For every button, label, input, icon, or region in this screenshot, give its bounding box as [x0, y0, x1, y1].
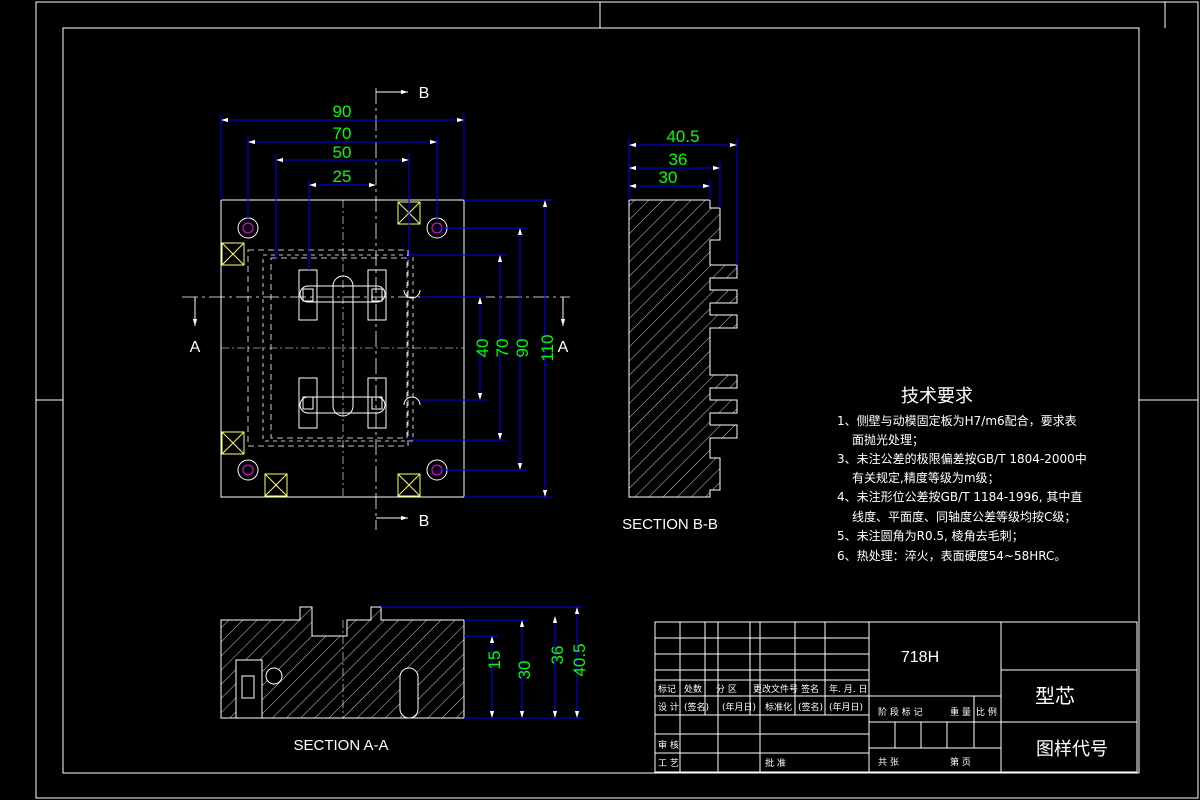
plan-dim-texts: 90 70 50 25 40 70 90 110 [333, 102, 557, 362]
title-block-part-name: 型芯 [1035, 684, 1075, 708]
section-marker-b-bottom: B [419, 513, 430, 530]
plan-dim-90: 90 [333, 102, 352, 121]
plan-dim-70: 70 [333, 124, 352, 143]
section-marker-a-left: A [190, 339, 201, 356]
bb-dim-30: 30 [659, 168, 678, 187]
plan-view [220, 199, 465, 498]
tb-nianyueri2: (年月日) [722, 701, 756, 713]
title-block-material: 718H [901, 649, 939, 666]
aa-dim-30: 30 [515, 661, 534, 680]
aa-dim-36: 36 [548, 646, 567, 665]
aa-dim-15: 15 [485, 651, 504, 670]
tech-req-line-2: 面抛光处理； [852, 432, 924, 447]
tb-sheji: 设 计 [658, 701, 679, 713]
section-marker-a-right: A [558, 339, 569, 356]
tb-qianming3: (签名) [798, 701, 823, 713]
tb-total: 共 张 [878, 757, 899, 768]
aa-dim-40-5: 40.5 [570, 643, 589, 676]
tb-nianyueri: 年. 月. 日 [829, 683, 867, 695]
tech-req-line-3: 3、未注公差的极限偏差按GB/T 1804-2000中 [837, 451, 1087, 466]
section-line-b: B B [375, 85, 430, 530]
plan-dim-lines [220, 114, 552, 498]
section-line-a: A A [182, 296, 570, 356]
tb-shenhe: 审 核 [658, 739, 679, 751]
section-aa-view: 15 30 36 40.5 SECTION A-A [220, 606, 589, 754]
bb-dim-40-5: 40.5 [666, 127, 699, 146]
tb-pizhun: 批 准 [765, 757, 786, 769]
title-block-texts: 标记 处数 分 区 更改文件号 签名 年. 月. 日 设 计 (签名) (年月日… [658, 683, 997, 769]
tb-biaoji: 标记 [658, 683, 676, 695]
tech-req-line-7: 5、未注圆角为R0.5, 棱角去毛刺； [837, 528, 1024, 543]
section-bb-view: 40.5 36 30 SECTION B-B [622, 127, 738, 533]
tech-req-line-1: 1、侧壁与动模固定板为H7/m6配合，要求表 [837, 413, 1077, 428]
plan-dim-25: 25 [333, 167, 352, 186]
tb-gongyi: 工 艺 [658, 758, 679, 769]
tb-chushu: 处数 [684, 683, 702, 695]
plan-dim-70v: 70 [493, 339, 512, 358]
section-marker-b-top: B [419, 85, 430, 102]
tb-sheet: 第 页 [950, 756, 971, 768]
tb-nianyueri3: (年月日) [829, 701, 863, 713]
ejector-hole-marks [237, 217, 448, 481]
tb-biaozhunhua: 标准化 [765, 701, 792, 713]
section-bb-label: SECTION B-B [622, 516, 718, 533]
tech-req-line-4: 有关规定,精度等级为m级； [852, 470, 1000, 485]
plan-dim-50: 50 [333, 143, 352, 162]
tech-req-line-8: 6、热处理：淬火，表面硬度54~58HRC。 [837, 548, 1066, 563]
tb-fenqu: 分 区 [716, 684, 737, 695]
plan-dim-40: 40 [473, 339, 492, 358]
plan-dim-90v: 90 [513, 339, 532, 358]
tech-req-line-5: 4、未注形位公差按GB/T 1184-1996, 其中直 [837, 489, 1082, 504]
tb-scale: 比 例 [976, 706, 997, 718]
bb-dim-36: 36 [669, 150, 688, 169]
plan-dim-110: 110 [538, 334, 557, 361]
tech-requirements: 技术要求 1、侧壁与动模固定板为H7/m6配合，要求表 面抛光处理； 3、未注公… [837, 386, 1087, 563]
tb-weight: 重 量 [950, 706, 971, 718]
tb-qianming: 签名 [801, 683, 819, 695]
tech-req-title: 技术要求 [901, 386, 973, 407]
title-block [654, 621, 1138, 773]
drawing-frame [35, 1, 1199, 799]
section-aa-label: SECTION A-A [293, 737, 388, 754]
tb-qianming2: (签名) [684, 701, 709, 713]
tb-stage-mark: 阶 段 标 记 [878, 706, 923, 718]
tech-req-line-6: 线度、平面度、同轴度公差等级均按C级； [852, 509, 1076, 524]
title-block-drawing-code: 图样代号 [1036, 739, 1108, 760]
tb-genggai: 更改文件号 [753, 683, 798, 695]
